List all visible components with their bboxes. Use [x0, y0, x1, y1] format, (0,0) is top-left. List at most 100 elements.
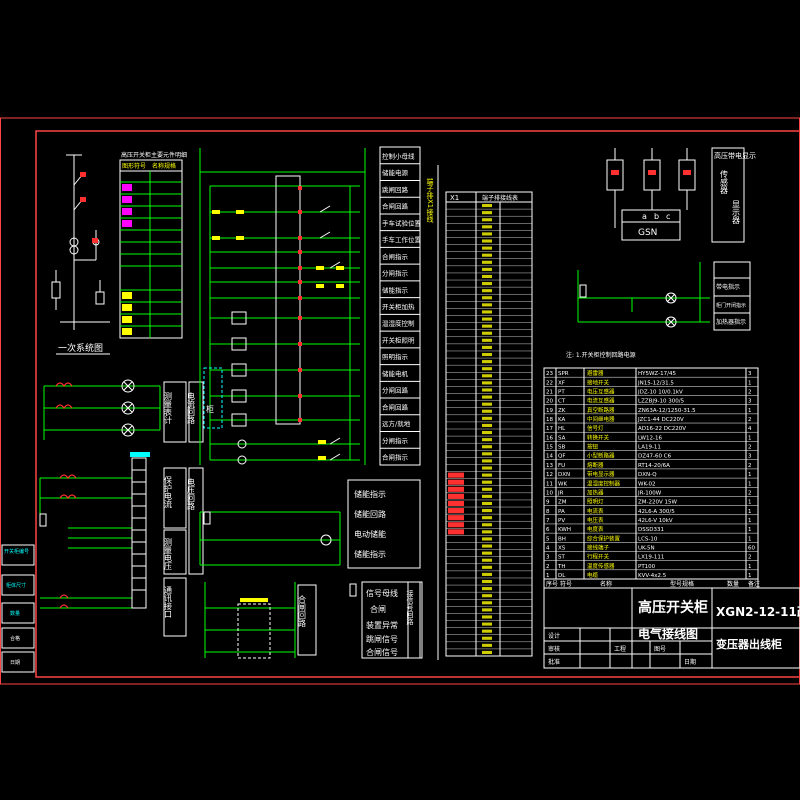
parts-cell: 转换开关	[587, 433, 610, 441]
parts-cell: ZK	[558, 408, 566, 414]
terminal-mark	[482, 438, 492, 442]
storage-resistor-2	[349, 583, 357, 597]
comm-interface-label-box	[163, 577, 187, 637]
function-label: 远方/就地	[382, 419, 411, 428]
function-label: 控制小母线	[382, 151, 415, 160]
component-table-header-symbol: 图形符号	[122, 162, 146, 170]
terminal-mark	[482, 204, 492, 208]
title-label-design: 设计	[548, 632, 560, 640]
terminal-mark	[482, 459, 492, 463]
parts-cell: JN15-12/31.5	[637, 380, 674, 386]
parts-cell: 2	[546, 564, 550, 570]
parts-cell: 带电显示器	[587, 470, 615, 478]
terminal-mark	[482, 310, 492, 314]
gsn-label: GSN	[638, 228, 657, 238]
terminal-mark	[482, 317, 492, 321]
parts-cell: 20	[546, 399, 553, 405]
terminal-mark	[482, 232, 492, 236]
parts-cell: 4	[546, 545, 550, 551]
primary-diagram-marks	[80, 172, 98, 243]
parts-cell: WK-02	[638, 481, 655, 487]
parts-cell: 电流表	[587, 507, 604, 515]
terminal-mark	[482, 218, 492, 222]
function-label: 分闸回路	[382, 386, 409, 395]
current-circuit-label: 电流回路	[187, 391, 196, 424]
relay-module-terminals	[298, 186, 302, 422]
parts-cell: 21	[546, 390, 553, 396]
bottom-label-3: 装置异常	[366, 620, 398, 630]
parts-header-no: 序号	[546, 580, 558, 588]
parts-cell: 42L6-A 300/5	[638, 509, 675, 515]
function-label: 分闸指示	[382, 436, 409, 445]
terminal-mark	[482, 572, 492, 576]
circuit-number-marks	[212, 210, 344, 460]
parts-cell: 60	[748, 545, 755, 551]
left-info-2: 柜体尺寸	[6, 582, 26, 589]
relay-contacts	[203, 205, 341, 465]
parts-cell: DXN-Q	[638, 472, 657, 478]
parts-cell: LW12-16	[638, 435, 662, 441]
parts-cell: 熔断器	[587, 461, 604, 469]
function-label: 开关柜照明	[382, 335, 415, 344]
parts-cell: ZN63A-12/1250-31.5	[638, 408, 696, 414]
parts-cell: ZM-220V 15W	[638, 500, 678, 506]
parts-cell: 17	[546, 426, 553, 432]
parts-cell: DXN	[558, 472, 570, 478]
terminal-mark	[482, 260, 492, 264]
terminal-mark	[482, 282, 492, 286]
left-info-5: 日期	[10, 660, 20, 666]
remote-local-switch-header	[240, 598, 268, 602]
function-label: 储能电机	[382, 369, 409, 378]
parts-cell: 接地开关	[587, 378, 610, 386]
parts-cell: 1	[748, 564, 752, 570]
parts-cell: 2	[748, 463, 752, 469]
component-table-header-name: 名称规格	[152, 162, 176, 170]
parts-header-qty: 数量	[727, 580, 739, 588]
parts-cell: 加热器	[587, 488, 604, 496]
voltage-circuit-label-box	[188, 467, 204, 575]
parts-cell: 行程开关	[587, 553, 610, 561]
pt-side-item-2: 显示器	[732, 200, 741, 225]
closing-circuit-box	[297, 584, 317, 656]
parts-cell: 1	[748, 509, 752, 515]
function-label: 手车试验位置	[382, 218, 422, 227]
function-label: 跳闸回路	[382, 185, 409, 194]
parts-cell: 1	[748, 536, 752, 542]
title-label-approve: 批准	[548, 658, 560, 666]
parts-table-note: 注: 1.开关柜控制回路电源	[566, 351, 636, 359]
parts-cell: 16	[546, 435, 553, 441]
terminal-mark	[482, 530, 492, 534]
terminal-mark	[482, 225, 492, 229]
left-info-3: 数量	[10, 610, 20, 617]
parts-cell: 13	[546, 463, 553, 469]
parts-cell: 18	[546, 417, 553, 423]
title-line2: 电气接线图	[638, 626, 698, 641]
parts-cell: 23	[546, 371, 553, 377]
storage-resistor	[203, 511, 211, 525]
parts-cell: LCS-10	[638, 536, 658, 542]
parts-cell: ZM	[558, 500, 567, 506]
parts-cell: KWH	[558, 527, 571, 533]
measurement-label-box	[163, 381, 187, 443]
parts-cell: 1	[748, 408, 752, 414]
parts-cell: FU	[558, 463, 565, 469]
terminal-side-label: 端子排X1接线	[426, 177, 434, 222]
terminal-highlight	[448, 522, 464, 528]
current-circuit-coils	[55, 382, 73, 410]
terminal-mark	[482, 345, 492, 349]
function-label: 温湿度控制	[382, 319, 415, 328]
parts-cell: 电度表	[587, 525, 604, 533]
function-label: 开关柜加热	[382, 302, 415, 311]
parts-cell: 10	[546, 490, 553, 496]
parts-cell: 4	[748, 426, 752, 432]
parts-cell: 小型断路器	[587, 452, 615, 460]
bottom-label-1: 信号母线	[366, 588, 398, 598]
parts-cell: DSSD331	[638, 527, 664, 533]
current-circuit-label-box	[188, 381, 204, 443]
terminal-mark	[482, 636, 492, 640]
parts-cell: 1	[748, 527, 752, 533]
lamp-resistor	[579, 284, 587, 298]
measure-voltage-label-box	[163, 529, 187, 575]
parts-cell: 2	[748, 390, 752, 396]
